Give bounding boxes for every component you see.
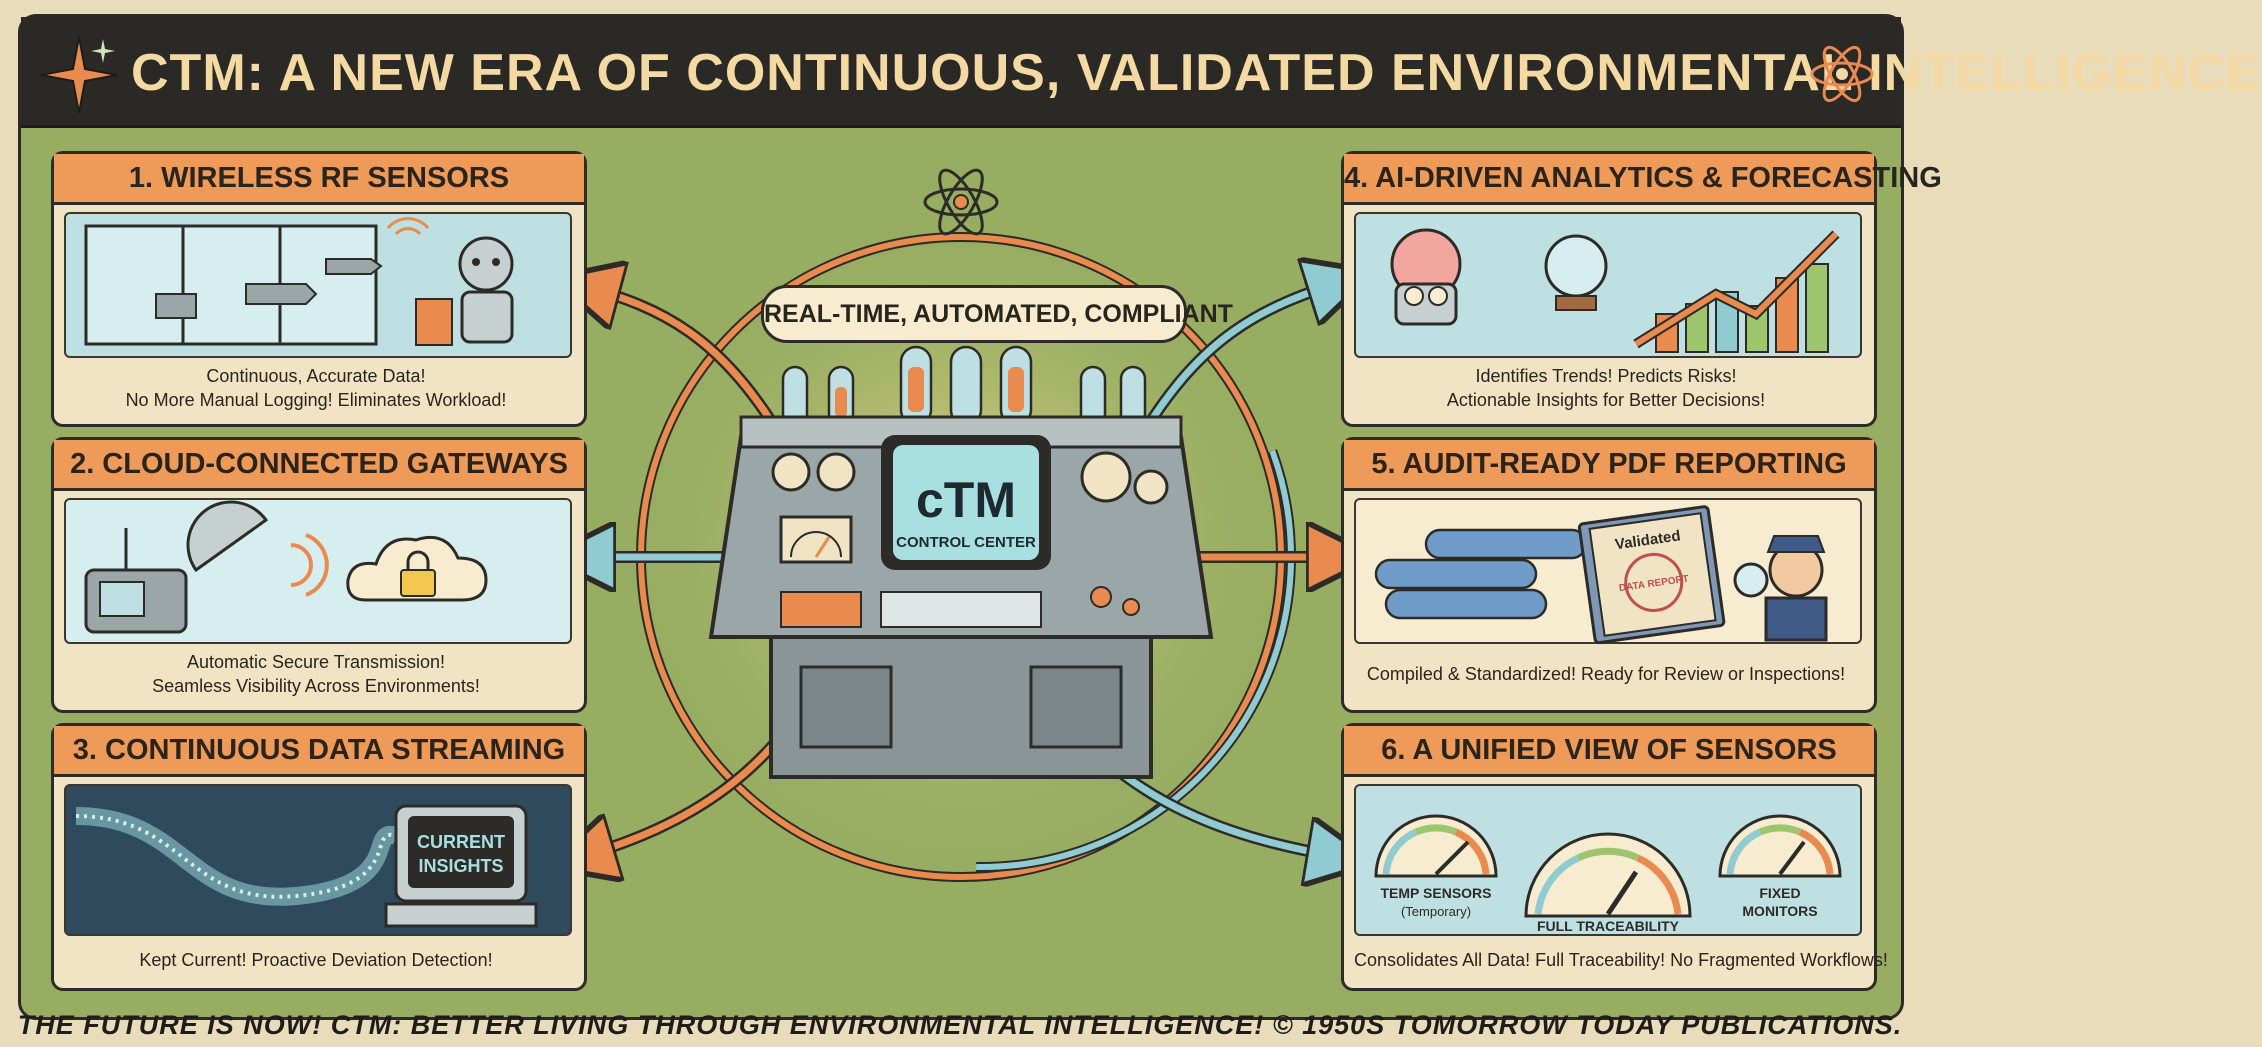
panel-line: Kept Current! Proactive Deviation Detect…: [139, 950, 493, 970]
tagline-badge: REAL-TIME, AUTOMATED, COMPLIANT: [761, 285, 1233, 343]
panel-audit-reporting: 5. AUDIT-READY PDF REPORTING Validated D…: [1341, 437, 1877, 713]
panel-line: Actionable Insights for Better Decisions…: [1446, 390, 1766, 410]
panel-title: 3. CONTINUOUS DATA STREAMING: [72, 734, 566, 766]
control-console-illustration: cTM CONTROL CENTER: [708, 345, 1214, 779]
panel-description: Compiled & Standardized! Ready for Revie…: [1354, 662, 1858, 686]
panel-line: Identifies Trends! Predicts Risks!: [1475, 366, 1737, 386]
starburst-icon: [40, 36, 118, 114]
gauge-label: FIXED: [1759, 885, 1800, 901]
gauge-label: TEMP SENSORS: [1381, 885, 1492, 901]
panel-wireless-rf-sensors: 1. WIRELESS RF SENSORS: [51, 151, 587, 427]
panel-line: Seamless Visibility Across Environments!: [152, 676, 480, 696]
footer-tagline: THE FUTURE IS NOW! cTM: BETTER LIVING TH…: [17, 1010, 1903, 1040]
panel-unified-view: 6. A UNIFIED VIEW OF SENSORS: [1341, 723, 1888, 991]
panel-title: 1. WIRELESS RF SENSORS: [128, 162, 510, 194]
infographic-page: cTM: A NEW ERA OF CONTINUOUS, VALIDATED …: [17, 14, 2261, 1040]
panel-line: Consolidates All Data! Full Traceability…: [1354, 950, 1888, 970]
atom-center-icon: [923, 168, 999, 236]
panel-title: 2. CLOUD-CONNECTED GATEWAYS: [70, 448, 568, 480]
panel-description: Consolidates All Data! Full Traceability…: [1354, 948, 1888, 972]
gauge-label: FULL TRACEABILITY: [1537, 918, 1680, 934]
gauge-label: MONITORS: [1742, 903, 1817, 919]
panel-line: Compiled & Standardized! Ready for Revie…: [1366, 664, 1846, 684]
screen-title: cTM: [916, 472, 1016, 528]
panel-illustration: Validated DATA REPORT: [1354, 498, 1862, 645]
panel-ai-analytics: 4. AI-DRIVEN ANALYTICS & FORECASTING: [1341, 151, 1942, 427]
page-title: cTM: A NEW ERA OF CONTINUOUS, VALIDATED …: [131, 44, 2262, 102]
panel-illustration: [64, 212, 572, 358]
panel-header: 2. CLOUD-CONNECTED GATEWAYS: [54, 440, 584, 491]
gauge-label: (Temporary): [1401, 904, 1471, 919]
panel-title: 4. AI-DRIVEN ANALYTICS & FORECASTING: [1344, 162, 1942, 194]
panel-title: 6. A UNIFIED VIEW OF SENSORS: [1381, 734, 1837, 766]
panel-title: 5. AUDIT-READY PDF REPORTING: [1371, 448, 1847, 480]
panel-line: Continuous, Accurate Data!: [206, 366, 426, 386]
panel-header: 5. AUDIT-READY PDF REPORTING: [1344, 440, 1874, 491]
panel-description: Identifies Trends! Predicts Risks! Actio…: [1354, 364, 1858, 412]
panel-illustration: [1354, 212, 1862, 358]
panel-illustration: CURRENT INSIGHTS: [64, 784, 572, 936]
atom-icon: [1810, 45, 1874, 103]
panel-description: Kept Current! Proactive Deviation Detect…: [64, 948, 568, 972]
panel-description: Continuous, Accurate Data! No More Manua…: [64, 364, 568, 412]
panel-illustration: TEMP SENSORS (Temporary) FULL TRACEABILI…: [1354, 784, 1862, 936]
panel-illustration: [64, 498, 572, 644]
monitor-line-1: CURRENT: [417, 832, 505, 852]
panel-header: 3. CONTINUOUS DATA STREAMING: [54, 726, 584, 777]
screen-subtitle: CONTROL CENTER: [896, 534, 1036, 551]
panel-line: Automatic Secure Transmission!: [186, 652, 446, 672]
title-bar: cTM: A NEW ERA OF CONTINUOUS, VALIDATED …: [21, 17, 2261, 128]
poster-frame: cTM: A NEW ERA OF CONTINUOUS, VALIDATED …: [18, 14, 2261, 1020]
panel-header: 4. AI-DRIVEN ANALYTICS & FORECASTING: [1344, 154, 1942, 205]
panel-cloud-gateways: 2. CLOUD-CONNECTED GATEWAYS Automatic Se…: [51, 437, 587, 713]
monitor-line-2: INSIGHTS: [418, 856, 503, 876]
panel-description: Automatic Secure Transmission! Seamless …: [64, 650, 568, 698]
panel-header: 1. WIRELESS RF SENSORS: [54, 154, 584, 205]
panel-data-streaming: 3. CONTINUOUS DATA STREAMING CURRENT INS…: [51, 723, 587, 991]
panel-header: 6. A UNIFIED VIEW OF SENSORS: [1344, 726, 1874, 777]
panel-line: No More Manual Logging! Eliminates Workl…: [125, 390, 507, 410]
flow-arrows: cTM CONTROL CENTER: [21, 168, 1901, 1017]
